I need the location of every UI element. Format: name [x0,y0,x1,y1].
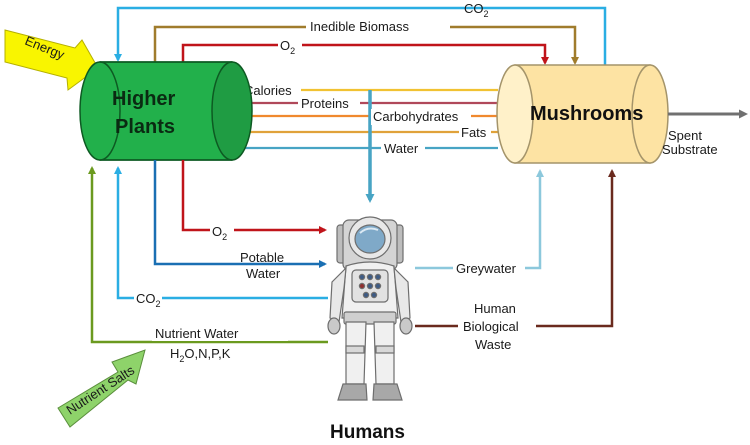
plants-label-line2: Plants [115,116,175,138]
co2-top-label: CO2 [464,1,489,19]
higher-plants-node [79,61,253,161]
greywater-label: Greywater [456,261,517,276]
o2-humans-flow [181,160,327,234]
spent-label-line2: Substrate [662,142,718,157]
o2-humans-label-bg [210,222,234,239]
nutrient-formula-label: H2O,N,P,K [170,346,231,364]
inedible-label-bg [306,18,450,35]
nutrient-salts-arrow [57,349,146,428]
o2-top-label: O2 [280,38,295,56]
co2-bottom-flow [114,166,328,300]
potable-label-line2: Water [246,266,281,281]
waste-label-line3: Waste [475,337,511,352]
water-label: Water [384,141,419,156]
waste-label-line1: Human [474,301,516,316]
nutrient-salts-label: Nutrient Salts [63,362,137,417]
o2-top-label-bg [278,36,302,53]
fats-label-bg [459,125,491,141]
carbohydrates-label-bg [371,109,471,125]
calories-label: Calories [244,83,292,98]
potable-label-line1: Potable [240,250,284,265]
nutrient-water-flow [88,166,328,344]
co2-top-flow [114,6,607,65]
greywater-label-bg [453,260,525,276]
humans-label: Humans [330,422,405,443]
plants-label-line1: Higher [112,88,176,110]
waste-label-line2: Biological [463,319,519,334]
energy-arrow [4,29,99,91]
spent-label-line1: Spent [668,128,702,143]
carbohydrates-label: Carbohydrates [373,109,459,124]
nutrient-formula-bg [166,344,246,362]
proteins-label-bg [298,96,360,112]
co2-bottom-label: CO2 [136,291,161,309]
inedible-biomass-label: Inedible Biomass [310,19,409,34]
o2-humans-label: O2 [212,224,227,242]
nutrient-water-label-bg [152,325,288,341]
astronaut-icon [327,216,413,401]
fats-label: Fats [461,125,487,140]
co2-bottom-label-bg [134,290,162,307]
greywater-flow [415,169,544,270]
o2-top-flow [181,43,549,65]
calories-label-bg [241,83,301,99]
food-flows [232,88,498,203]
water-label-bg [381,141,425,157]
mushrooms-label: Mushrooms [530,103,643,125]
nutrient-water-label: Nutrient Water [155,326,239,341]
proteins-label: Proteins [301,96,349,111]
potable-water-flow [153,160,327,268]
waste-label-bg [458,318,536,334]
